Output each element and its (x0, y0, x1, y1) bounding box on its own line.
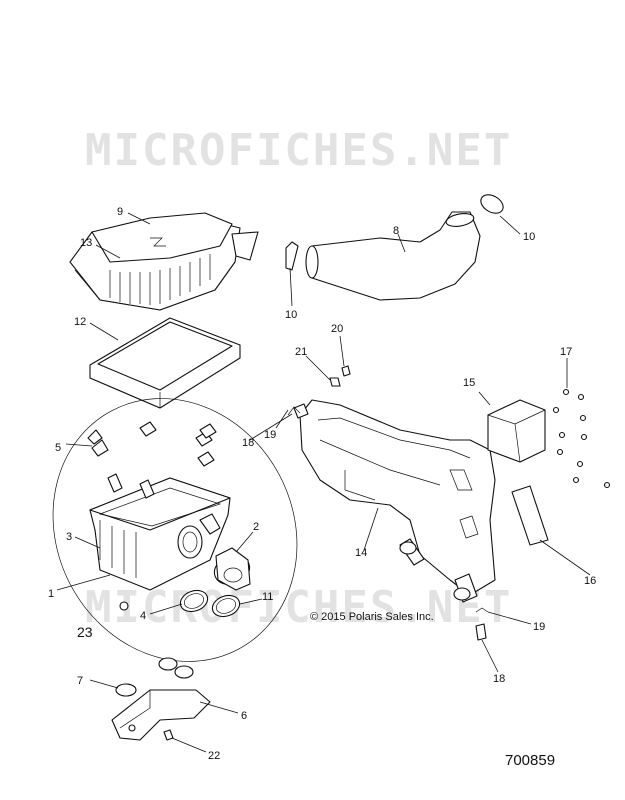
grommet-7 (115, 683, 137, 697)
clips (87, 421, 217, 499)
drawing-number: 700859 (505, 752, 555, 769)
callout-23: 23 (77, 624, 93, 640)
callout-3: 3 (66, 531, 72, 543)
grommet-6a (158, 657, 178, 671)
clip-19b (475, 607, 489, 613)
screws (552, 388, 611, 489)
callout-8: 8 (393, 225, 399, 237)
callout-19-right: 19 (533, 621, 545, 633)
fitting-18b (475, 623, 487, 641)
airbox-base (89, 477, 231, 591)
intake-duct (305, 211, 481, 301)
callout-11: 11 (262, 591, 273, 603)
watermark-bottom: MICROFICHES.NET (85, 582, 512, 633)
callout-16: 16 (584, 575, 596, 587)
airbox-boot (213, 547, 251, 591)
callout-4: 4 (140, 610, 146, 622)
callout-numbers: 9 13 12 8 10 10 20 21 17 15 18 19 14 16 … (48, 206, 596, 762)
grommet-21 (329, 377, 341, 387)
foam-cover (487, 399, 546, 463)
callout-1: 1 (48, 588, 54, 600)
leader-lines (56, 212, 591, 753)
assembly-boundary (52, 398, 298, 662)
callout-12: 12 (74, 316, 86, 328)
callout-13: 13 (80, 237, 92, 249)
copyright-notice: © 2015 Polaris Sales Inc. (310, 611, 434, 623)
clamp-10a (285, 241, 299, 271)
clamp-11 (211, 594, 241, 618)
clamp-4 (179, 589, 209, 613)
callout-10-right: 10 (523, 231, 535, 243)
callout-14: 14 (355, 547, 367, 559)
grommet-6b (174, 665, 194, 679)
airbox-cover (69, 212, 259, 311)
callout-22: 22 (208, 750, 220, 762)
fitting-18a (293, 403, 309, 419)
callout-6: 6 (241, 710, 247, 722)
seal-pad (511, 485, 549, 546)
callout-18-right: 18 (493, 673, 505, 685)
bolt-20 (341, 365, 351, 377)
bolt-22 (163, 729, 174, 741)
intake-housing (299, 399, 496, 603)
watermark-top: MICROFICHES.NET (85, 125, 512, 176)
callout-10-left: 10 (285, 309, 297, 321)
clip-19a (287, 406, 301, 416)
mount-bracket (111, 689, 211, 741)
air-filter (89, 317, 241, 409)
callout-9: 9 (117, 206, 123, 218)
callout-21: 21 (295, 346, 307, 358)
callout-19-left: 19 (264, 429, 276, 441)
clamp-10b (480, 194, 504, 214)
callout-18-left: 18 (242, 437, 254, 449)
drain-valve (119, 601, 129, 611)
callout-20: 20 (331, 323, 343, 335)
callout-15: 15 (463, 377, 475, 389)
callout-17: 17 (560, 346, 572, 358)
callout-2: 2 (253, 521, 259, 533)
callout-7: 7 (77, 675, 83, 687)
callout-5: 5 (55, 442, 61, 454)
